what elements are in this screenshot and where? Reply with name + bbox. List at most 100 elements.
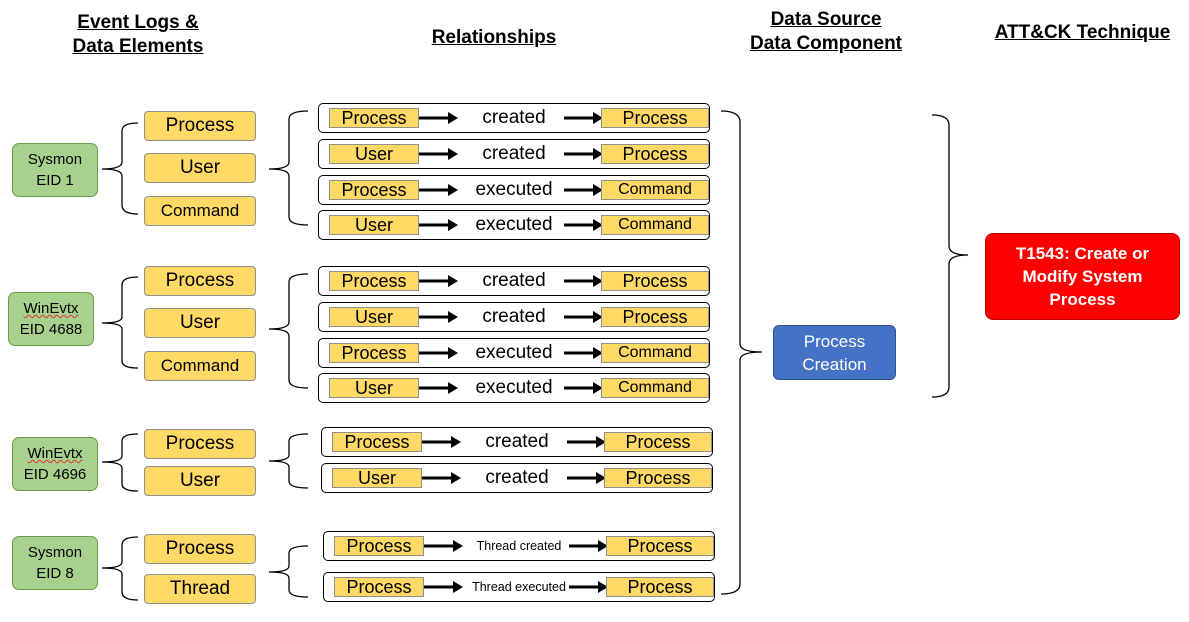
header-attack-technique: ATT&CK Technique xyxy=(994,22,1171,43)
technique-line3: Process xyxy=(1049,290,1116,309)
technique-line1: T1543: Create or xyxy=(1015,244,1150,263)
relationship-subject: User xyxy=(329,307,419,327)
source-eid: EID 4688 xyxy=(19,321,83,338)
source-box-winevtx-eid4688: WinEvtx EID 4688 xyxy=(8,292,94,346)
relationship-object: Command xyxy=(601,378,709,398)
relationship-verb: executed xyxy=(464,176,564,203)
relationship-object: Command xyxy=(601,343,709,363)
arrow-icon xyxy=(564,275,603,287)
element-box: Process xyxy=(144,266,256,296)
relationship-object: Command xyxy=(601,215,709,235)
source-box-winevtx-eid4696: WinEvtx EID 4696 xyxy=(12,437,98,491)
arrow-icon xyxy=(564,311,603,323)
relationship-object: Process xyxy=(604,468,712,488)
arrow-icon xyxy=(424,540,463,552)
relationship-verb: Thread executed xyxy=(464,573,574,600)
header-event-logs-line1: Event Logs & xyxy=(77,12,199,33)
element-box: Command xyxy=(144,351,256,381)
arrow-icon xyxy=(564,148,603,160)
relationship-subject: User xyxy=(329,215,419,235)
relationship-object: Process xyxy=(601,307,709,327)
data-component-box: Process Creation xyxy=(773,325,896,380)
relationship-subject: User xyxy=(329,144,419,164)
brace-elements-group4 xyxy=(268,545,309,598)
brace-winevtx-eid4696 xyxy=(101,433,139,492)
brace-elements-group2 xyxy=(268,273,309,389)
arrow-icon xyxy=(422,436,461,448)
source-box-sysmon-eid8: Sysmon EID 8 xyxy=(12,536,98,590)
header-event-logs: Event Logs & Data Elements xyxy=(58,11,218,59)
relationship-verb: executed xyxy=(464,211,564,238)
arrow-icon xyxy=(564,184,603,196)
arrow-icon xyxy=(564,347,603,359)
relationship-subject: Process xyxy=(329,108,419,128)
arrow-icon xyxy=(569,540,608,552)
arrow-icon xyxy=(564,219,603,231)
data-component-line1: Process xyxy=(803,331,866,351)
arrow-icon xyxy=(567,436,606,448)
relationship-object: Process xyxy=(601,144,709,164)
header-event-logs-line2: Data Elements xyxy=(72,36,204,57)
source-box-sysmon-eid1: Sysmon EID 1 xyxy=(12,143,98,197)
element-box: User xyxy=(144,308,256,338)
relationship-row: User created Process xyxy=(318,139,710,169)
relationship-verb: executed xyxy=(464,339,564,366)
relationship-verb: executed xyxy=(464,374,564,401)
relationship-row: Process executed Command xyxy=(318,338,710,368)
relationship-subject: Process xyxy=(329,343,419,363)
brace-relationships xyxy=(720,110,763,595)
brace-elements-group1 xyxy=(268,110,309,226)
brace-elements-group3 xyxy=(268,433,309,489)
relationship-verb: created xyxy=(464,267,564,294)
source-eid: EID 1 xyxy=(36,172,74,189)
technique-line2: Modify System xyxy=(1022,267,1143,286)
relationship-object: Process xyxy=(604,432,712,452)
relationship-object: Process xyxy=(601,271,709,291)
relationship-row: Process created Process xyxy=(318,266,710,296)
brace-sysmon-eid8 xyxy=(101,536,139,601)
relationship-verb: created xyxy=(464,303,564,330)
element-box: Process xyxy=(144,534,256,564)
arrow-icon xyxy=(564,382,603,394)
header-relationships: Relationships xyxy=(431,27,557,48)
relationship-row: Process Thread executed Process xyxy=(323,572,715,602)
relationship-row: Process created Process xyxy=(321,427,713,457)
relationship-verb: Thread created xyxy=(469,532,569,559)
relationship-object: Process xyxy=(606,536,714,556)
source-name: Sysmon xyxy=(27,151,83,168)
element-box: User xyxy=(144,153,256,183)
relationship-subject: User xyxy=(332,468,422,488)
arrow-icon xyxy=(419,382,458,394)
relationship-row: Process executed Command xyxy=(318,175,710,205)
relationship-row: User executed Command xyxy=(318,210,710,240)
source-name: Sysmon xyxy=(27,544,83,561)
relationship-subject: Process xyxy=(332,432,422,452)
relationship-row: User executed Command xyxy=(318,373,710,403)
arrow-icon xyxy=(424,581,463,593)
relationship-row: Process Thread created Process xyxy=(323,531,715,561)
relationship-row: User created Process xyxy=(318,302,710,332)
source-name: WinEvtx xyxy=(27,445,83,462)
arrow-icon xyxy=(564,112,603,124)
relationship-row: User created Process xyxy=(321,463,713,493)
arrow-icon xyxy=(567,472,606,484)
arrow-icon xyxy=(419,148,458,160)
source-name: WinEvtx xyxy=(23,300,79,317)
relationship-subject: Process xyxy=(334,577,424,597)
relationship-verb: created xyxy=(467,428,567,455)
arrow-icon xyxy=(422,472,461,484)
header-data-source-line2: Data Component xyxy=(750,33,902,54)
data-component-line2: Creation xyxy=(802,354,867,374)
technique-box: T1543: Create or Modify System Process xyxy=(985,233,1180,320)
relationship-object: Process xyxy=(601,108,709,128)
brace-data-component xyxy=(931,114,969,398)
relationship-row: Process created Process xyxy=(318,103,710,133)
arrow-icon xyxy=(419,219,458,231)
source-eid: EID 4696 xyxy=(23,466,87,483)
element-box: User xyxy=(144,466,256,496)
relationship-subject: Process xyxy=(329,180,419,200)
arrow-icon xyxy=(419,184,458,196)
relationship-subject: Process xyxy=(334,536,424,556)
element-box: Process xyxy=(144,429,256,459)
arrow-icon xyxy=(419,347,458,359)
